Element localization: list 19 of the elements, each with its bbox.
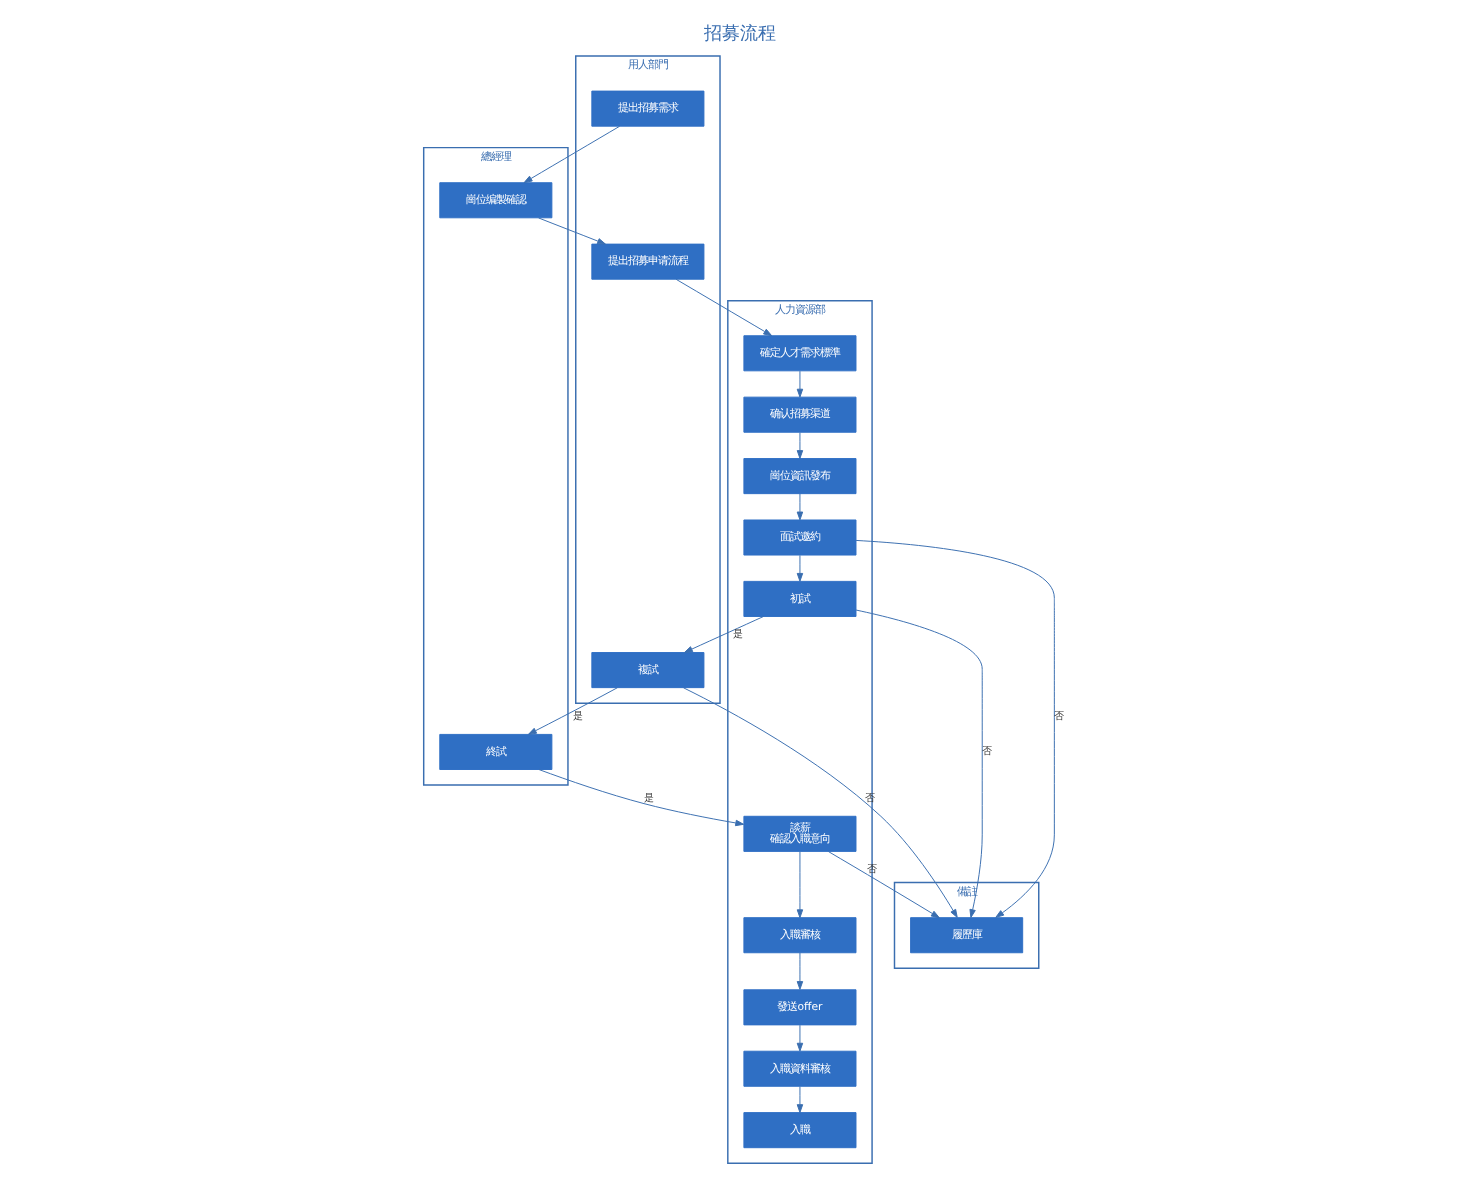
arrow xyxy=(683,687,958,918)
arrow xyxy=(827,851,940,919)
arrow xyxy=(796,952,804,990)
arrow xyxy=(538,769,745,827)
arrow xyxy=(684,616,764,653)
arrow xyxy=(796,851,804,919)
arrow xyxy=(796,493,804,521)
arrow xyxy=(796,432,804,459)
arrow xyxy=(528,687,618,735)
arrow xyxy=(855,539,1055,918)
arrow xyxy=(796,1086,804,1113)
arrow xyxy=(523,125,621,184)
diagram-title: 招募流程 xyxy=(704,24,776,45)
arrow xyxy=(675,278,773,337)
arrow xyxy=(796,370,804,398)
arrow xyxy=(855,609,983,918)
arrow xyxy=(538,217,606,245)
arrow xyxy=(796,554,804,582)
arrow xyxy=(796,1024,804,1052)
